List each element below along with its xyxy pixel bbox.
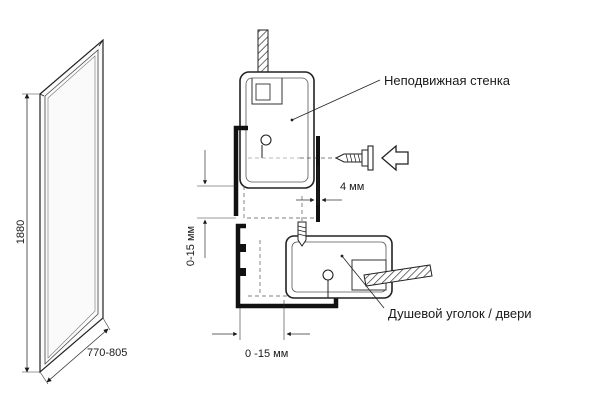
screw-icon-vertical bbox=[297, 221, 307, 247]
shower-door-label: Душевой уголок / двери bbox=[388, 306, 532, 321]
door-glass bbox=[363, 264, 433, 287]
shower-panel-drawing bbox=[39, 38, 104, 374]
width-label: 770-805 bbox=[87, 347, 127, 359]
wall-profile bbox=[233, 125, 339, 309]
height-label: 1880 bbox=[15, 220, 27, 244]
insert-arrow-icon bbox=[381, 144, 409, 172]
height-dimension: 1880 bbox=[15, 93, 40, 373]
leader-lines bbox=[291, 79, 385, 309]
vertical-adjust-dimension: 0-15 мм bbox=[185, 150, 236, 266]
horizontal-adjust-label: 0 -15 мм bbox=[245, 348, 288, 360]
screw-gap-label: 4 мм bbox=[340, 181, 364, 193]
vertical-adjust-label: 0-15 мм bbox=[185, 226, 197, 266]
width-dimension: 770-805 bbox=[39, 317, 127, 385]
screw-icon bbox=[334, 145, 374, 171]
fixed-wall-label: Неподвижная стенка bbox=[384, 73, 511, 88]
horizontal-adjust-dimension: 0 -15 мм bbox=[212, 300, 310, 360]
screw-gap-dimension: 4 мм bbox=[296, 166, 364, 205]
fixed-wall-profile bbox=[239, 71, 315, 189]
